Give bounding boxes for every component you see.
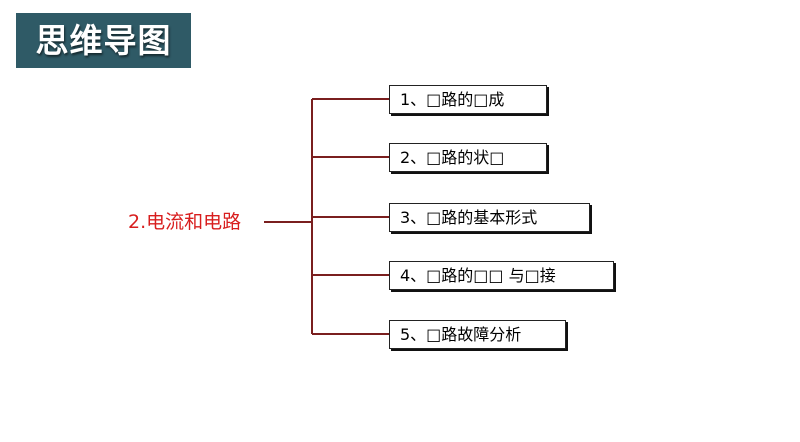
root-topic: 2.电流和电路 — [128, 211, 242, 233]
topic-node-1: 1、□路的□成 — [389, 85, 547, 114]
topic-node-2-label: 2、□路的状□ — [400, 148, 505, 167]
topic-node-5-label: 5、□路故障分析 — [400, 325, 522, 344]
mind-map-title: 思维导图 — [16, 13, 191, 68]
topic-node-1-label: 1、□路的□成 — [400, 90, 505, 109]
topic-node-4-label: 4、□路的□□ 与□接 — [400, 266, 556, 285]
topic-node-3-label: 3、□路的基本形式 — [400, 208, 538, 227]
topic-node-2: 2、□路的状□ — [389, 143, 547, 172]
topic-node-4: 4、□路的□□ 与□接 — [389, 261, 614, 290]
topic-node-5: 5、□路故障分析 — [389, 320, 566, 349]
topic-node-3: 3、□路的基本形式 — [389, 203, 590, 232]
